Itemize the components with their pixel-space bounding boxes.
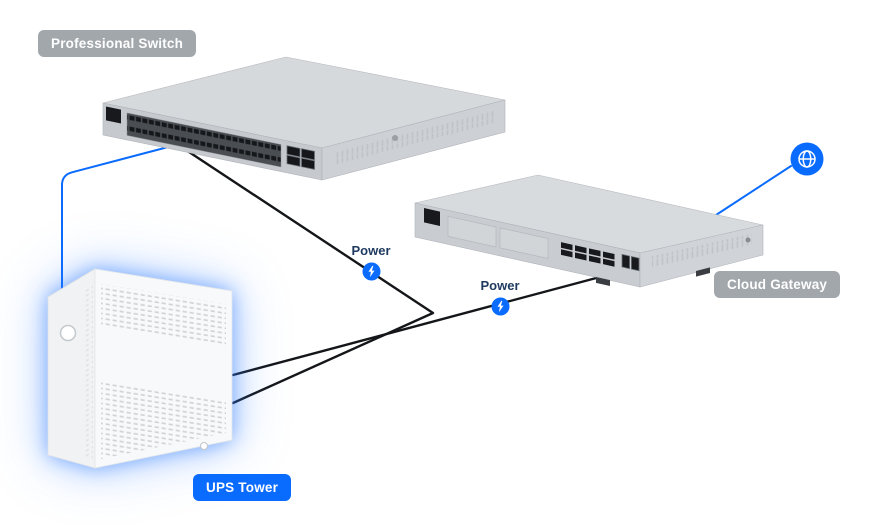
power-bolt-icon bbox=[362, 262, 380, 281]
label-professional-switch: Professional Switch bbox=[38, 30, 197, 57]
power-text-gateway: Power bbox=[480, 278, 520, 293]
gateway-power-inlet bbox=[424, 208, 440, 226]
gateway-panel-left bbox=[447, 215, 497, 248]
switch-power-inlet bbox=[106, 106, 121, 124]
tower-front-vent-strip bbox=[86, 284, 93, 460]
power-line-ups-to-switch bbox=[184, 148, 435, 405]
gateway-sfp-port-2 bbox=[631, 255, 640, 272]
switch-side-vents bbox=[335, 110, 495, 165]
network-line-switch-to-ups bbox=[61, 145, 173, 309]
switch-port-strip bbox=[126, 112, 282, 168]
tower-top-vents bbox=[101, 284, 226, 346]
label-cloud-gateway: Cloud Gateway bbox=[714, 271, 841, 298]
gateway-foot-right bbox=[696, 267, 710, 277]
cloud-gateway-device bbox=[414, 174, 764, 288]
power-bolt-icon bbox=[491, 297, 509, 316]
gateway-foot-front bbox=[596, 277, 610, 286]
tower-logo-mark bbox=[199, 441, 209, 451]
switch-logo-mark bbox=[392, 135, 398, 141]
internet-globe-icon bbox=[789, 141, 825, 177]
cables bbox=[61, 145, 792, 405]
gateway-ethernet-ports bbox=[561, 242, 640, 272]
tower-bottom-vents bbox=[101, 382, 226, 459]
power-text-switch: Power bbox=[351, 243, 391, 258]
label-ups-tower: UPS Tower bbox=[193, 474, 292, 501]
switch-sfp-ports bbox=[286, 145, 315, 170]
network-line-internet-to-gateway bbox=[715, 165, 792, 216]
power-line-ups-to-gateway bbox=[231, 275, 602, 377]
power-tag-gateway: Power bbox=[470, 278, 530, 316]
power-tag-switch: Power bbox=[341, 243, 401, 281]
ups-tower-device bbox=[46, 268, 234, 469]
gateway-panel-right bbox=[499, 227, 549, 259]
gateway-logo-mark bbox=[745, 237, 751, 243]
power-button-ring bbox=[59, 324, 77, 342]
professional-switch-device bbox=[102, 56, 506, 181]
gateway-side-vents bbox=[652, 233, 752, 268]
gateway-sfp-port-1 bbox=[621, 253, 630, 270]
